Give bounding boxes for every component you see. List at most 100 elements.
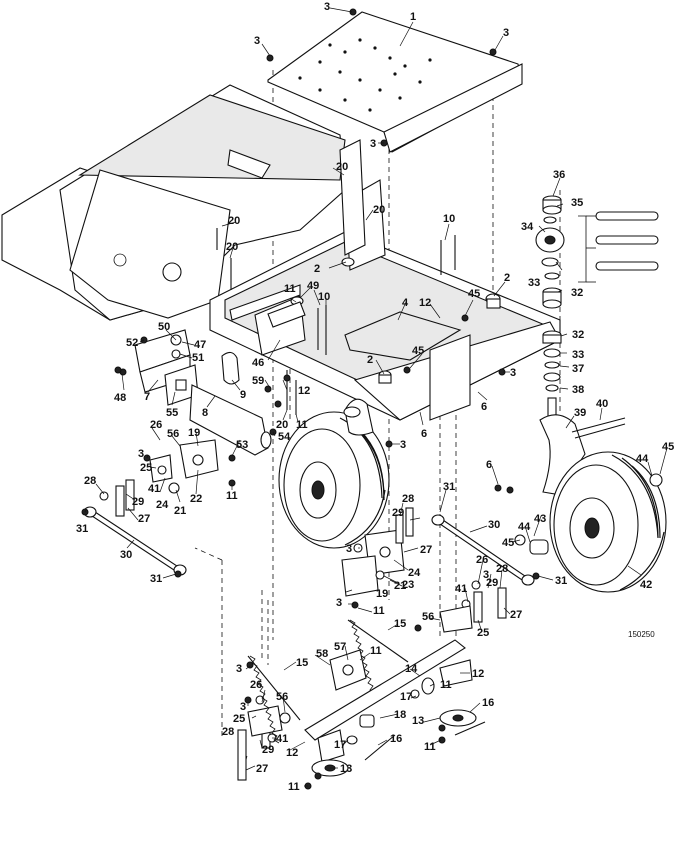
callout-45: 45 xyxy=(468,288,480,300)
center-linkage xyxy=(341,507,414,597)
springs xyxy=(247,619,409,744)
callout-31: 31 xyxy=(555,575,567,587)
callout-32: 32 xyxy=(572,329,584,341)
callout-53: 53 xyxy=(236,439,248,451)
callout-3: 3 xyxy=(240,701,246,713)
callout-29: 29 xyxy=(132,496,144,508)
callout-57: 57 xyxy=(334,641,346,653)
callout-3: 3 xyxy=(346,543,352,555)
callout-16: 16 xyxy=(390,733,402,745)
callout-47: 47 xyxy=(194,339,206,351)
callout-23: 23 xyxy=(402,579,414,591)
hardware-nuts xyxy=(81,8,540,790)
callout-41: 41 xyxy=(455,583,467,595)
callout-8: 8 xyxy=(202,407,208,419)
callout-27: 27 xyxy=(510,609,522,621)
callout-28: 28 xyxy=(84,475,96,487)
callout-46: 46 xyxy=(252,357,264,369)
callout-44: 44 xyxy=(518,521,531,533)
callout-11: 11 xyxy=(284,283,296,295)
long-bolts xyxy=(216,228,456,415)
lower-axle-assembly xyxy=(304,639,486,777)
callout-17: 17 xyxy=(334,739,346,751)
callout-12: 12 xyxy=(286,747,298,759)
callout-56: 56 xyxy=(276,691,288,703)
callout-56: 56 xyxy=(167,428,179,440)
callout-32: 32 xyxy=(571,287,583,299)
callout-54: 54 xyxy=(278,431,291,443)
callout-11: 11 xyxy=(370,645,382,657)
right-caster-wheel xyxy=(514,451,667,593)
callout-55: 55 xyxy=(166,407,178,419)
callout-3: 3 xyxy=(236,663,242,675)
callout-18: 18 xyxy=(394,709,406,721)
callout-27: 27 xyxy=(256,763,268,775)
callout-45: 45 xyxy=(412,345,424,357)
callout-24: 24 xyxy=(408,567,421,579)
callout-6: 6 xyxy=(486,459,492,471)
callout-29: 29 xyxy=(392,507,404,519)
callout-26: 26 xyxy=(150,419,162,431)
callout-48: 48 xyxy=(114,392,126,404)
callout-12: 12 xyxy=(419,297,431,309)
callout-3: 3 xyxy=(400,439,406,451)
callout-40: 40 xyxy=(596,398,608,410)
callout-13: 13 xyxy=(412,715,424,727)
callout-29: 29 xyxy=(262,744,274,756)
callout-6: 6 xyxy=(421,428,427,440)
callout-10: 10 xyxy=(318,291,330,303)
callout-58: 58 xyxy=(316,648,328,660)
callout-16: 16 xyxy=(482,697,494,709)
callout-31: 31 xyxy=(150,573,162,585)
callout-11: 11 xyxy=(424,741,436,753)
callout-45: 45 xyxy=(662,441,674,453)
callout-34: 34 xyxy=(521,221,534,233)
right-caster-stack xyxy=(535,195,626,495)
callout-37: 37 xyxy=(572,363,584,375)
callout-27: 27 xyxy=(420,544,432,556)
callout-41: 41 xyxy=(148,483,160,495)
callout-2: 2 xyxy=(367,354,373,366)
callout-33: 33 xyxy=(528,277,540,289)
callout-12: 12 xyxy=(472,668,484,680)
callout-11: 11 xyxy=(440,679,452,691)
callout-2: 2 xyxy=(504,272,510,284)
callout-38: 38 xyxy=(572,384,584,396)
callout-39: 39 xyxy=(574,407,586,419)
callout-29: 29 xyxy=(486,577,498,589)
left-caster-wheel xyxy=(278,398,390,549)
callout-28: 28 xyxy=(222,726,234,738)
callout-33: 33 xyxy=(572,349,584,361)
callout-31: 31 xyxy=(443,481,455,493)
callout-30: 30 xyxy=(120,549,132,561)
callout-2: 2 xyxy=(314,263,320,275)
top-plate xyxy=(267,11,523,153)
callout-35: 35 xyxy=(571,197,583,209)
callout-26: 26 xyxy=(250,679,262,691)
callout-17: 17 xyxy=(400,691,412,703)
callout-25: 25 xyxy=(477,627,489,639)
right-linkage xyxy=(439,580,507,633)
callout-50: 50 xyxy=(158,321,170,333)
callout-3: 3 xyxy=(254,35,260,47)
callout-45: 45 xyxy=(502,537,514,549)
callout-labels: 1 3 3 3 3 20 20 20 20 2 10 2 4 12 45 45 … xyxy=(76,1,674,793)
callout-24: 24 xyxy=(156,499,169,511)
callout-10: 10 xyxy=(443,213,455,225)
callout-12: 12 xyxy=(298,385,310,397)
callout-20: 20 xyxy=(226,241,238,253)
callout-42: 42 xyxy=(640,579,652,591)
callout-11: 11 xyxy=(288,781,300,793)
callout-14: 14 xyxy=(405,663,418,675)
callout-13: 13 xyxy=(340,763,352,775)
callout-19: 19 xyxy=(376,588,388,600)
callout-20: 20 xyxy=(336,161,348,173)
callout-3: 3 xyxy=(503,27,509,39)
callout-59: 59 xyxy=(252,375,264,387)
callout-1: 1 xyxy=(410,11,416,23)
callout-28: 28 xyxy=(402,493,414,505)
callout-6: 6 xyxy=(481,401,487,413)
callout-11: 11 xyxy=(226,490,238,502)
callout-27: 27 xyxy=(138,513,150,525)
